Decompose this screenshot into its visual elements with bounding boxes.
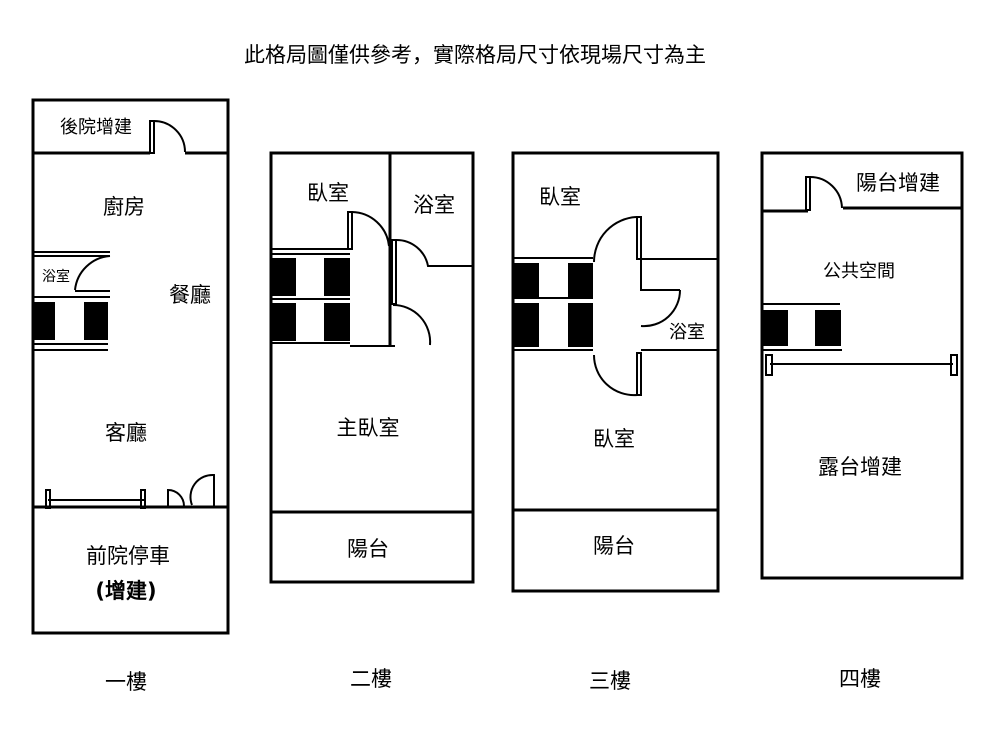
room-label: 浴室: [669, 322, 705, 343]
room-label: 餐廳: [169, 283, 211, 307]
room-label: 客廳: [105, 421, 147, 445]
room-label: 主臥室: [336, 416, 400, 440]
room-label: 陽台增建: [856, 171, 940, 195]
floor-4-plan: [760, 151, 964, 580]
floor-label-1f: 一樓: [105, 670, 147, 694]
disclaimer-title: 此格局圖僅供參考，實際格局尺寸依現場尺寸為主: [244, 43, 706, 67]
room-label: 臥室: [307, 181, 349, 205]
room-label: 公共空間: [823, 261, 895, 282]
room-label: 浴室: [42, 269, 70, 285]
room-label: (增建): [95, 579, 157, 603]
room-label: 露台增建: [818, 455, 902, 479]
floor-label-3f: 三樓: [589, 669, 631, 693]
floor-1-plan: [31, 98, 230, 635]
room-label: 陽台: [347, 537, 389, 561]
room-label: 陽台: [593, 534, 635, 558]
room-label: 浴室: [413, 193, 455, 217]
room-label: 臥室: [539, 185, 581, 209]
floor-label-4f: 四樓: [839, 667, 881, 691]
room-label: 廚房: [103, 195, 145, 219]
room-label: 前院停車: [86, 544, 170, 568]
floor-label-2f: 二樓: [350, 667, 392, 691]
floor-3-plan: [511, 151, 720, 593]
floor-2-plan: [269, 151, 475, 584]
room-label: 臥室: [593, 427, 635, 451]
room-label: 後院增建: [60, 117, 132, 138]
